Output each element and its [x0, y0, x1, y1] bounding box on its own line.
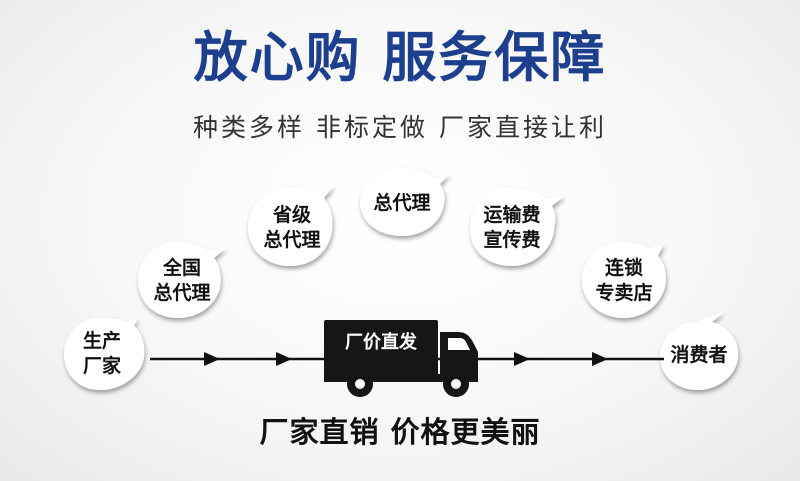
- node-consumer: 消费者: [670, 344, 728, 366]
- truck-label: 厂价直发: [345, 332, 417, 353]
- bubble-provincial-agent: [248, 186, 334, 266]
- node-provincial-agent: 省级 总代理: [263, 204, 321, 251]
- truck-icon: [324, 320, 478, 397]
- bubble-general-agent: [360, 168, 450, 236]
- node-chain-store: 连锁 专卖店: [595, 257, 653, 304]
- node-national-agent: 全国 总代理: [153, 257, 211, 304]
- arrow-icon: [276, 352, 292, 366]
- page-subtitle: 种类多样 非标定做 厂家直接让利: [193, 113, 607, 142]
- bubble-chain-store: [582, 242, 666, 318]
- bubble-consumer: [660, 312, 739, 390]
- bubble-fees: [470, 188, 564, 266]
- node-fees: 运输费 宣传费: [483, 204, 541, 251]
- node-general-agent: 总代理: [373, 192, 431, 214]
- page-title: 放心购 服务保障: [193, 26, 607, 89]
- bubble-manufacturer: [64, 318, 145, 390]
- bubble-national-agent: [138, 242, 226, 318]
- slogan: 厂家直销 价格更美丽: [259, 415, 541, 449]
- node-manufacturer: 生产 厂家: [82, 330, 121, 377]
- arrow-icon: [514, 352, 530, 366]
- arrow-icon: [204, 352, 220, 366]
- arrow-icon: [592, 352, 608, 366]
